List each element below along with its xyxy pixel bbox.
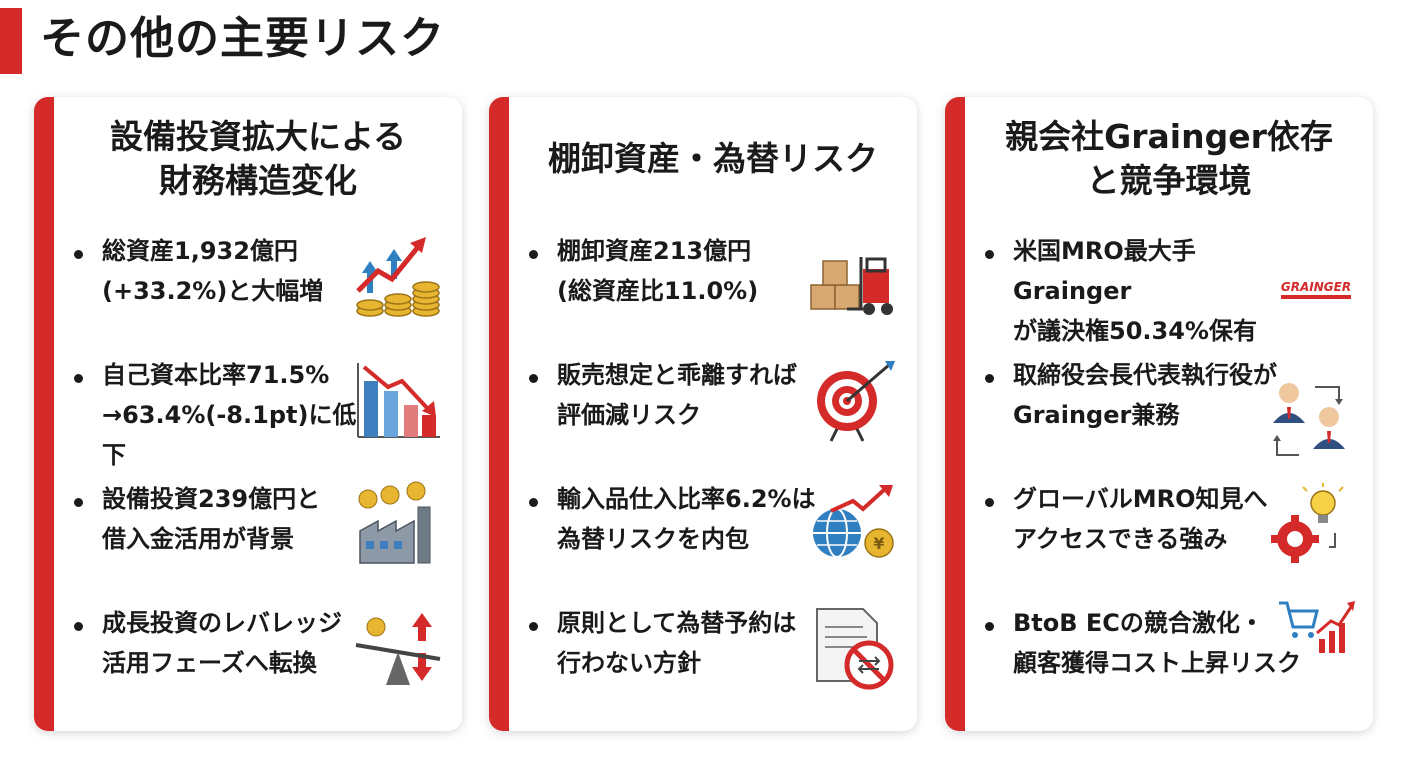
leverage-seesaw-icon <box>352 605 444 691</box>
list-item: 総資産1,932億円 (+33.2%)と大幅増 <box>74 231 446 341</box>
bullet-dot <box>529 250 538 259</box>
svg-text:¥: ¥ <box>873 534 884 553</box>
risk-card-financial-structure: 設備投資拡大による 財務構造変化 総資産1,932億円 (+33.2%)と大幅増… <box>34 97 462 731</box>
item-text: BtoB ECの競合激化・ 顧客獲得コスト上昇リスク <box>1013 609 1301 677</box>
cart-rising-chart-icon <box>1277 597 1355 657</box>
bullet-dot <box>529 622 538 631</box>
list-item: 販売想定と乖離すれば 評価減リスク <box>529 355 901 465</box>
item-text: 設備投資239億円と 借入金活用が背景 <box>102 485 321 553</box>
item-text: 販売想定と乖離すれば 評価減リスク <box>557 361 797 429</box>
bullet-dot <box>74 374 83 383</box>
list-item: 取締役会長代表執行役が Grainger兼務 <box>985 355 1357 465</box>
item-text: 原則として為替予約は 行わない方針 <box>557 609 797 677</box>
list-item: 原則として為替予約は 行わない方針 <box>529 603 901 713</box>
bullet-dot <box>529 374 538 383</box>
executives-exchange-icon <box>1263 377 1355 463</box>
item-text: 成長投資のレバレッジ 活用フェーズへ転換 <box>102 609 342 677</box>
card-title: 設備投資拡大による 財務構造変化 <box>109 117 406 200</box>
list-item: グローバルMRO知見へ アクセスできる強み <box>985 479 1357 589</box>
item-text: 米国MRO最大手Grainger が議決権50.34%保有 <box>1013 237 1257 345</box>
globe-yen-icon: ¥ <box>807 481 899 567</box>
list-item: 設備投資239億円と 借入金活用が背景 <box>74 479 446 589</box>
item-text: 総資産1,932億円 (+33.2%)と大幅増 <box>102 237 324 305</box>
card-accent-bar <box>945 97 965 731</box>
list-item: BtoB ECの競合激化・ 顧客獲得コスト上昇リスク <box>985 601 1357 713</box>
boxes-forklift-icon <box>807 233 899 319</box>
bullet-dot <box>74 498 83 507</box>
list-item: 成長投資のレバレッジ 活用フェーズへ転換 <box>74 603 446 713</box>
bullet-dot <box>985 498 994 507</box>
item-text: 棚卸資産213億円 (総資産比11.0%) <box>557 237 759 305</box>
bullet-dot <box>529 498 538 507</box>
risk-card-inventory-fx: 棚卸資産・為替リスク 棚卸資産213億円 (総資産比11.0%) 販売想定と乖離… <box>489 97 917 731</box>
bullet-dot <box>985 374 994 383</box>
card-accent-bar <box>34 97 54 731</box>
bullet-dot <box>74 250 83 259</box>
title-accent-bar <box>0 8 22 74</box>
card-title: 親会社Grainger依存 と競争環境 <box>1005 117 1333 200</box>
svg-text:GRAINGER: GRAINGER <box>1281 280 1351 294</box>
item-text: 取締役会長代表執行役が Grainger兼務 <box>1013 361 1277 429</box>
item-text: 輸入品仕入比率6.2%は 為替リスクを内包 <box>557 485 816 553</box>
coins-rising-arrows-icon <box>352 233 444 319</box>
list-item: 輸入品仕入比率6.2%は 為替リスクを内包 ¥ <box>529 479 901 589</box>
bullet-dot <box>985 250 994 259</box>
bullet-dot <box>985 622 994 631</box>
card-accent-bar <box>489 97 509 731</box>
list-item: 米国MRO最大手Grainger が議決権50.34%保有 GRAINGER <box>985 231 1357 345</box>
grainger-logo-icon: GRAINGER <box>1277 277 1355 307</box>
declining-bar-chart-icon <box>352 357 444 443</box>
card-title: 棚卸資産・為替リスク <box>548 139 878 178</box>
bullet-dot <box>74 622 83 631</box>
page-title: その他の主要リスク <box>40 13 445 64</box>
target-arrow-icon <box>807 357 899 443</box>
no-exchange-contract-icon <box>807 605 899 691</box>
item-text: グローバルMRO知見へ アクセスできる強み <box>1013 485 1268 553</box>
item-text: 自己資本比率71.5% →63.4%(-8.1pt)に低下 <box>102 361 357 469</box>
factory-money-icon <box>352 481 444 567</box>
list-item: 棚卸資産213億円 (総資産比11.0%) <box>529 231 901 341</box>
list-item: 自己資本比率71.5% →63.4%(-8.1pt)に低下 <box>74 355 446 469</box>
gear-lightbulb-icon <box>1263 481 1355 567</box>
risk-card-grainger-competition: 親会社Grainger依存 と競争環境 米国MRO最大手Grainger が議決… <box>945 97 1373 731</box>
